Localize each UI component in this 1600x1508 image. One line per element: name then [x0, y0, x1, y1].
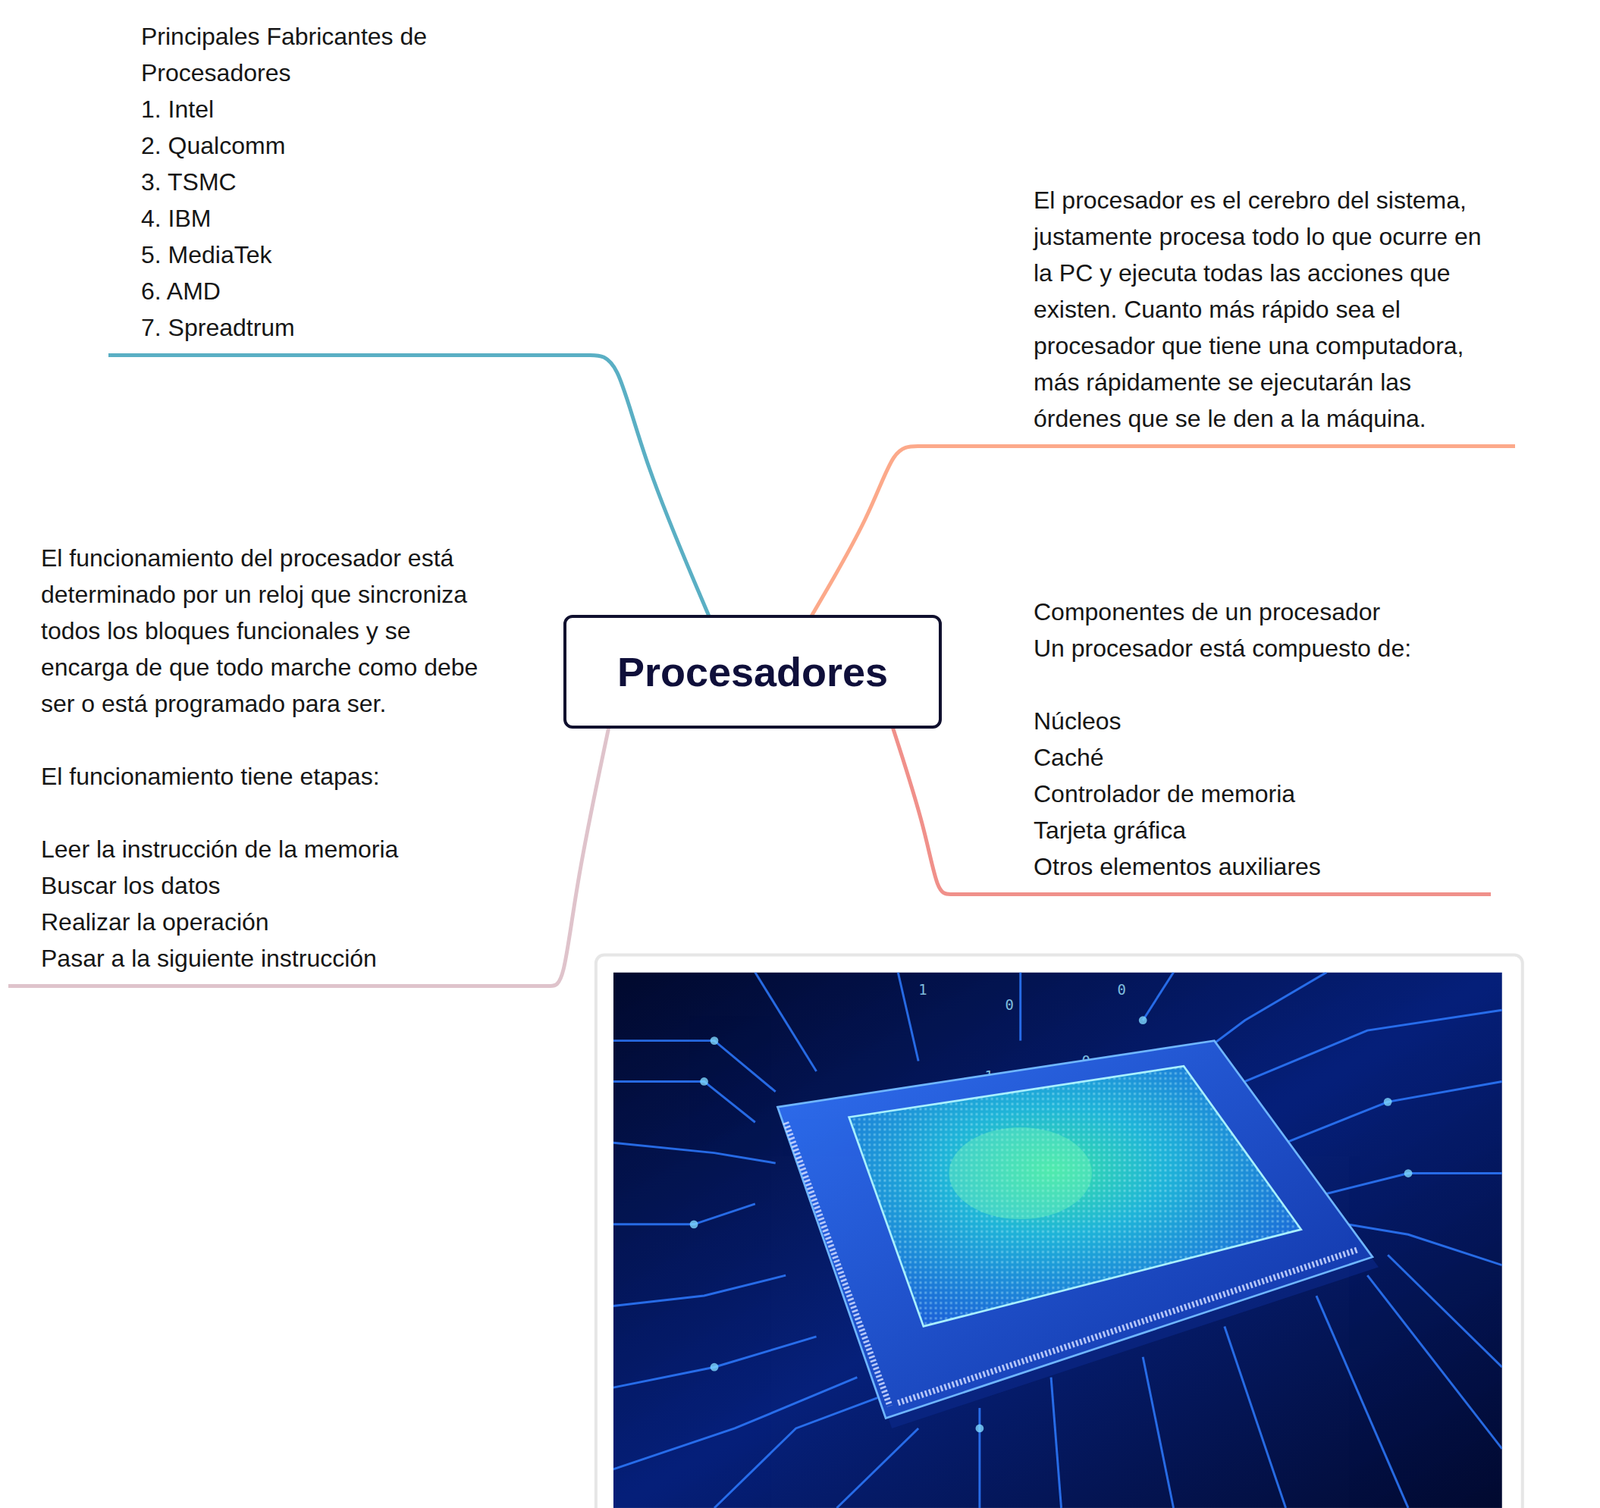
topic-text: 5. MediaTek: [141, 236, 546, 273]
branch-topic: El funcionamiento del procesador está de…: [8, 539, 537, 989]
central-topic: Procesadores: [563, 614, 942, 729]
topic-text: Controlador de memoria: [1033, 775, 1461, 813]
branch-line: [811, 446, 945, 618]
topic-text: 1. Intel: [141, 90, 546, 128]
topic-text: 4. IBM: [141, 200, 546, 237]
branch-topic: El procesador es el cerebro del sistema,…: [944, 181, 1516, 449]
central-title: Procesadores: [617, 647, 888, 697]
topic-heading: Principales Fabricantes de Procesadores: [141, 18, 546, 91]
branch-line: [536, 727, 609, 987]
branch-line: [892, 727, 965, 895]
topic-text: 3. TSMC: [141, 163, 546, 201]
topic-text: El funcionamiento tiene etapas:: [40, 758, 481, 795]
branch-topic: Principales Fabricantes de Procesadores1…: [108, 18, 562, 358]
topic-text: Otros elementos auxiliares: [1033, 848, 1461, 885]
topic-text: 7. Spreadtrum: [141, 309, 546, 346]
topic-text: 6. AMD: [141, 272, 546, 310]
topic-text: Núcleos: [1033, 702, 1461, 740]
svg-text:1: 1: [918, 981, 927, 998]
svg-text:0: 0: [1117, 981, 1127, 998]
topic-text: Pasar a la siguiente instrucción: [40, 940, 481, 977]
topic-heading: Componentes de un procesador: [1033, 593, 1461, 631]
image-frame: [596, 955, 1523, 1508]
chip-die: [849, 1066, 1302, 1327]
topic-heading: El funcionamiento del procesador está de…: [40, 539, 481, 722]
branch-topic: Componentes de un procesadorUn procesado…: [964, 593, 1491, 897]
topic-text: Caché: [1033, 739, 1461, 776]
svg-text:0: 0: [1005, 997, 1014, 1014]
topic-text: Buscar los datos: [40, 867, 481, 904]
topic-text: Leer la instrucción de la memoria: [40, 831, 481, 868]
chip-package: [777, 1041, 1373, 1419]
branch-line: [561, 355, 710, 618]
topic-heading: El procesador es el cerebro del sistema,…: [1033, 181, 1489, 437]
topic-text: 2. Qualcomm: [141, 127, 546, 164]
topic-text: Un procesador está compuesto de:: [1033, 630, 1461, 667]
topic-text: Tarjeta gráfica: [1033, 812, 1461, 849]
topic-text: Realizar la operación: [40, 903, 481, 941]
